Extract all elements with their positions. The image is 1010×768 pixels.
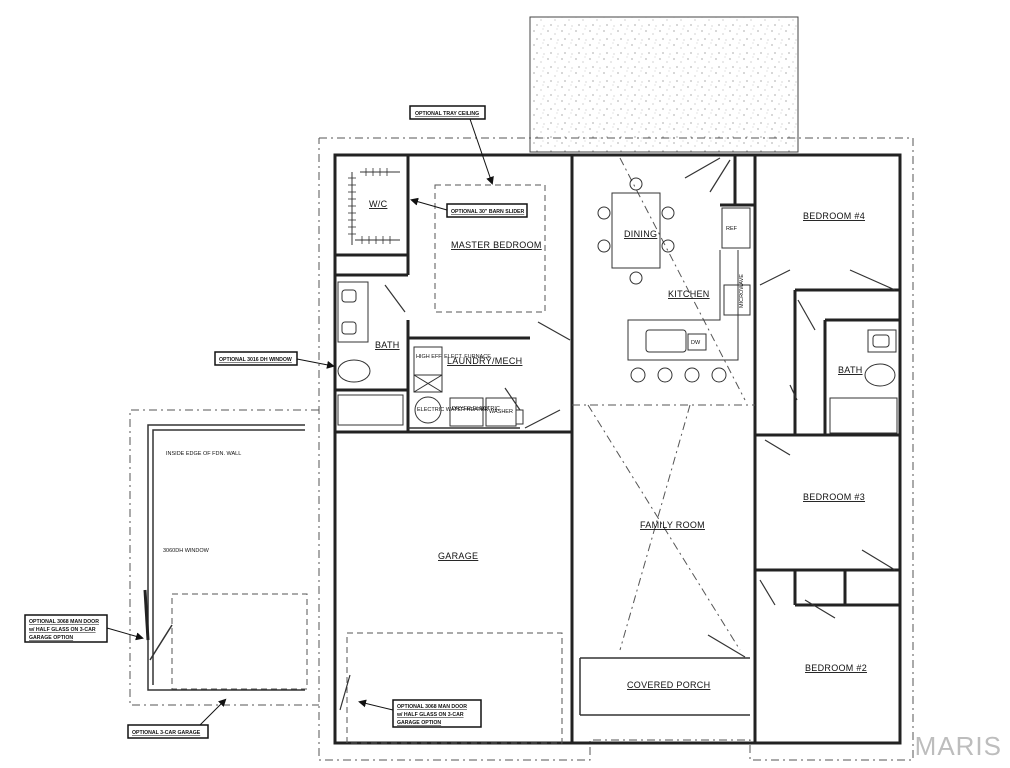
microwave-label: MICROWAVE — [739, 274, 745, 308]
svg-text:w/ HALF GLASS ON 3-CAR: w/ HALF GLASS ON 3-CAR — [396, 712, 464, 718]
callout-dh-window: OPTIONAL 3016 DH WINDOW — [214, 351, 335, 369]
kitchen-label: KITCHEN — [668, 289, 710, 299]
laundry-label: LAUNDRY/MECH — [447, 356, 522, 366]
dryer-label: DRYER ELECTRIC — [452, 406, 500, 412]
hall-bath-fixtures — [829, 329, 898, 434]
hall-bath-label: BATH — [838, 365, 863, 375]
foundation-outline — [318, 137, 914, 761]
patio — [529, 16, 799, 153]
master-bath-label: BATH — [375, 340, 400, 350]
svg-text:OPTIONAL 3068 MAN DOOR: OPTIONAL 3068 MAN DOOR — [29, 619, 99, 625]
bedroom2-label: BEDROOM #2 — [805, 663, 867, 673]
family-room-label: FAMILY ROOM — [640, 520, 705, 530]
optional-garage-door-outline — [171, 593, 308, 690]
callout-barn-slider: OPTIONAL 30" BARN SLIDER — [410, 197, 528, 218]
walls — [333, 153, 902, 745]
callout-man-door-left: OPTIONAL 3068 MAN DOOR w/ HALF GLASS ON … — [24, 614, 144, 643]
master-bath-fixtures — [337, 281, 404, 426]
tray-ceiling-outline — [434, 184, 546, 313]
svg-text:GARAGE OPTION: GARAGE OPTION — [397, 720, 441, 726]
bedroom3-label: BEDROOM #3 — [803, 492, 865, 502]
garage-label: GARAGE — [438, 551, 478, 561]
fdn-edge-label: INSIDE EDGE OF FDN. WALL — [166, 451, 241, 457]
closet-shelving — [348, 168, 400, 245]
callout-tray-ceiling: OPTIONAL TRAY CEILING — [409, 105, 494, 185]
dw-label: DW — [691, 340, 701, 346]
water-heater-label: ELECTRIC WATER HEATER — [417, 407, 488, 413]
door-swings — [339, 157, 896, 711]
svg-text:GARAGE OPTION: GARAGE OPTION — [29, 635, 73, 641]
svg-text:OPTIONAL 3068 MAN DOOR: OPTIONAL 3068 MAN DOOR — [397, 704, 467, 710]
ref-label: REF — [726, 226, 738, 232]
garage-door-outline — [346, 632, 563, 744]
svg-text:w/ HALF GLASS ON 3-CAR: w/ HALF GLASS ON 3-CAR — [28, 627, 96, 633]
svg-text:OPTIONAL 3016 DH WINDOW: OPTIONAL 3016 DH WINDOW — [219, 357, 292, 363]
bedroom4-label: BEDROOM #4 — [803, 211, 865, 221]
window-3060-label: 3060DH WINDOW — [163, 548, 210, 554]
furnace-label: HIGH EFF. ELECT. FURNACE — [416, 354, 491, 360]
washer-label: WASHER — [489, 409, 513, 415]
dining-label: DINING — [624, 229, 657, 239]
svg-text:OPTIONAL 3-CAR GARAGE: OPTIONAL 3-CAR GARAGE — [132, 730, 201, 736]
wic-label: W/C — [369, 199, 388, 209]
kitchen-fixtures — [627, 207, 751, 383]
dining-table — [597, 177, 675, 285]
laundry-fixtures — [413, 346, 524, 427]
watermark-logo: MARIS — [914, 731, 1002, 761]
callout-man-door-right: OPTIONAL 3068 MAN DOOR w/ HALF GLASS ON … — [358, 699, 482, 728]
callout-3car-garage: OPTIONAL 3-CAR GARAGE — [127, 698, 227, 739]
svg-text:OPTIONAL TRAY CEILING: OPTIONAL TRAY CEILING — [415, 111, 479, 117]
covered-porch-label: COVERED PORCH — [627, 680, 710, 690]
master-bedroom-label: MASTER BEDROOM — [451, 240, 542, 250]
svg-text:OPTIONAL 30" BARN SLIDER: OPTIONAL 30" BARN SLIDER — [451, 209, 525, 215]
